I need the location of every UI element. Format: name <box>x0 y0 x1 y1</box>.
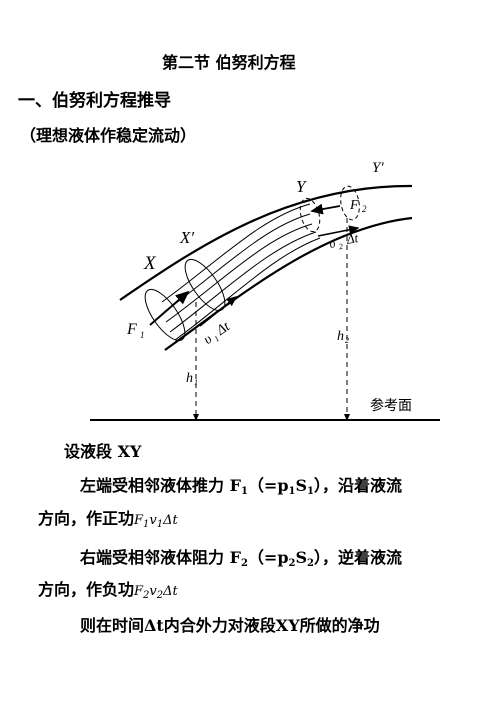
label-f1-sub: 1 <box>140 330 145 340</box>
label-f2: F <box>349 198 359 213</box>
section-heading: 一、伯努利方程推导 <box>18 91 171 111</box>
paragraph-left-force-line1: 左端受相邻液体推力 F1（=p1S1），沿着液流 <box>80 476 403 497</box>
paragraph-net-work: 则在时间Δt内合外力对液段XY所做的净功 <box>80 616 380 635</box>
label-y-prime: Y′ <box>372 160 384 176</box>
label-h1: h <box>186 371 193 386</box>
label-h2: h <box>337 329 344 344</box>
label-x-prime: X′ <box>179 228 194 247</box>
label-h2-sub: 2 <box>345 336 349 345</box>
paragraph-right-force-line2: 方向，作负功F2v2Δt <box>38 580 178 601</box>
label-v2-dt: Δt <box>344 230 359 247</box>
v2-dt-arrow <box>317 225 360 237</box>
f2-arrow <box>310 203 341 215</box>
condition-note: （理想液体作稳定流动） <box>20 126 197 145</box>
paragraph-right-force-line1: 右端受相邻液体阻力 F2（=p2S2），逆着液流 <box>80 548 403 569</box>
label-v2: υ <box>328 235 337 251</box>
label-y: Y <box>296 177 307 196</box>
label-h1-sub: 1 <box>194 378 198 387</box>
f1-arrow <box>149 290 190 326</box>
label-v1: υ <box>201 332 215 348</box>
page-title: 第二节 伯努利方程 <box>162 53 296 72</box>
bernoulli-diagram: X X′ Y Y′ F 1 F 2 υ 1 Δt υ 2 Δt h 1 h 2 … <box>90 160 440 421</box>
reference-plane-label: 参考面 <box>370 397 412 414</box>
label-v1-sub: 1 <box>213 334 221 344</box>
label-f1: F <box>126 321 137 338</box>
v1-dt-arrow <box>199 296 238 327</box>
label-v2-sub: 2 <box>338 242 344 252</box>
paragraph-left-force-line2: 方向，作正功F1v1Δt <box>38 509 178 530</box>
label-x: X <box>143 253 157 274</box>
paragraph-setup: 设液段 XY <box>64 442 142 461</box>
label-f2-sub: 2 <box>362 204 367 214</box>
tube-lower-wall <box>164 216 413 351</box>
tube-upper-wall <box>119 184 413 301</box>
